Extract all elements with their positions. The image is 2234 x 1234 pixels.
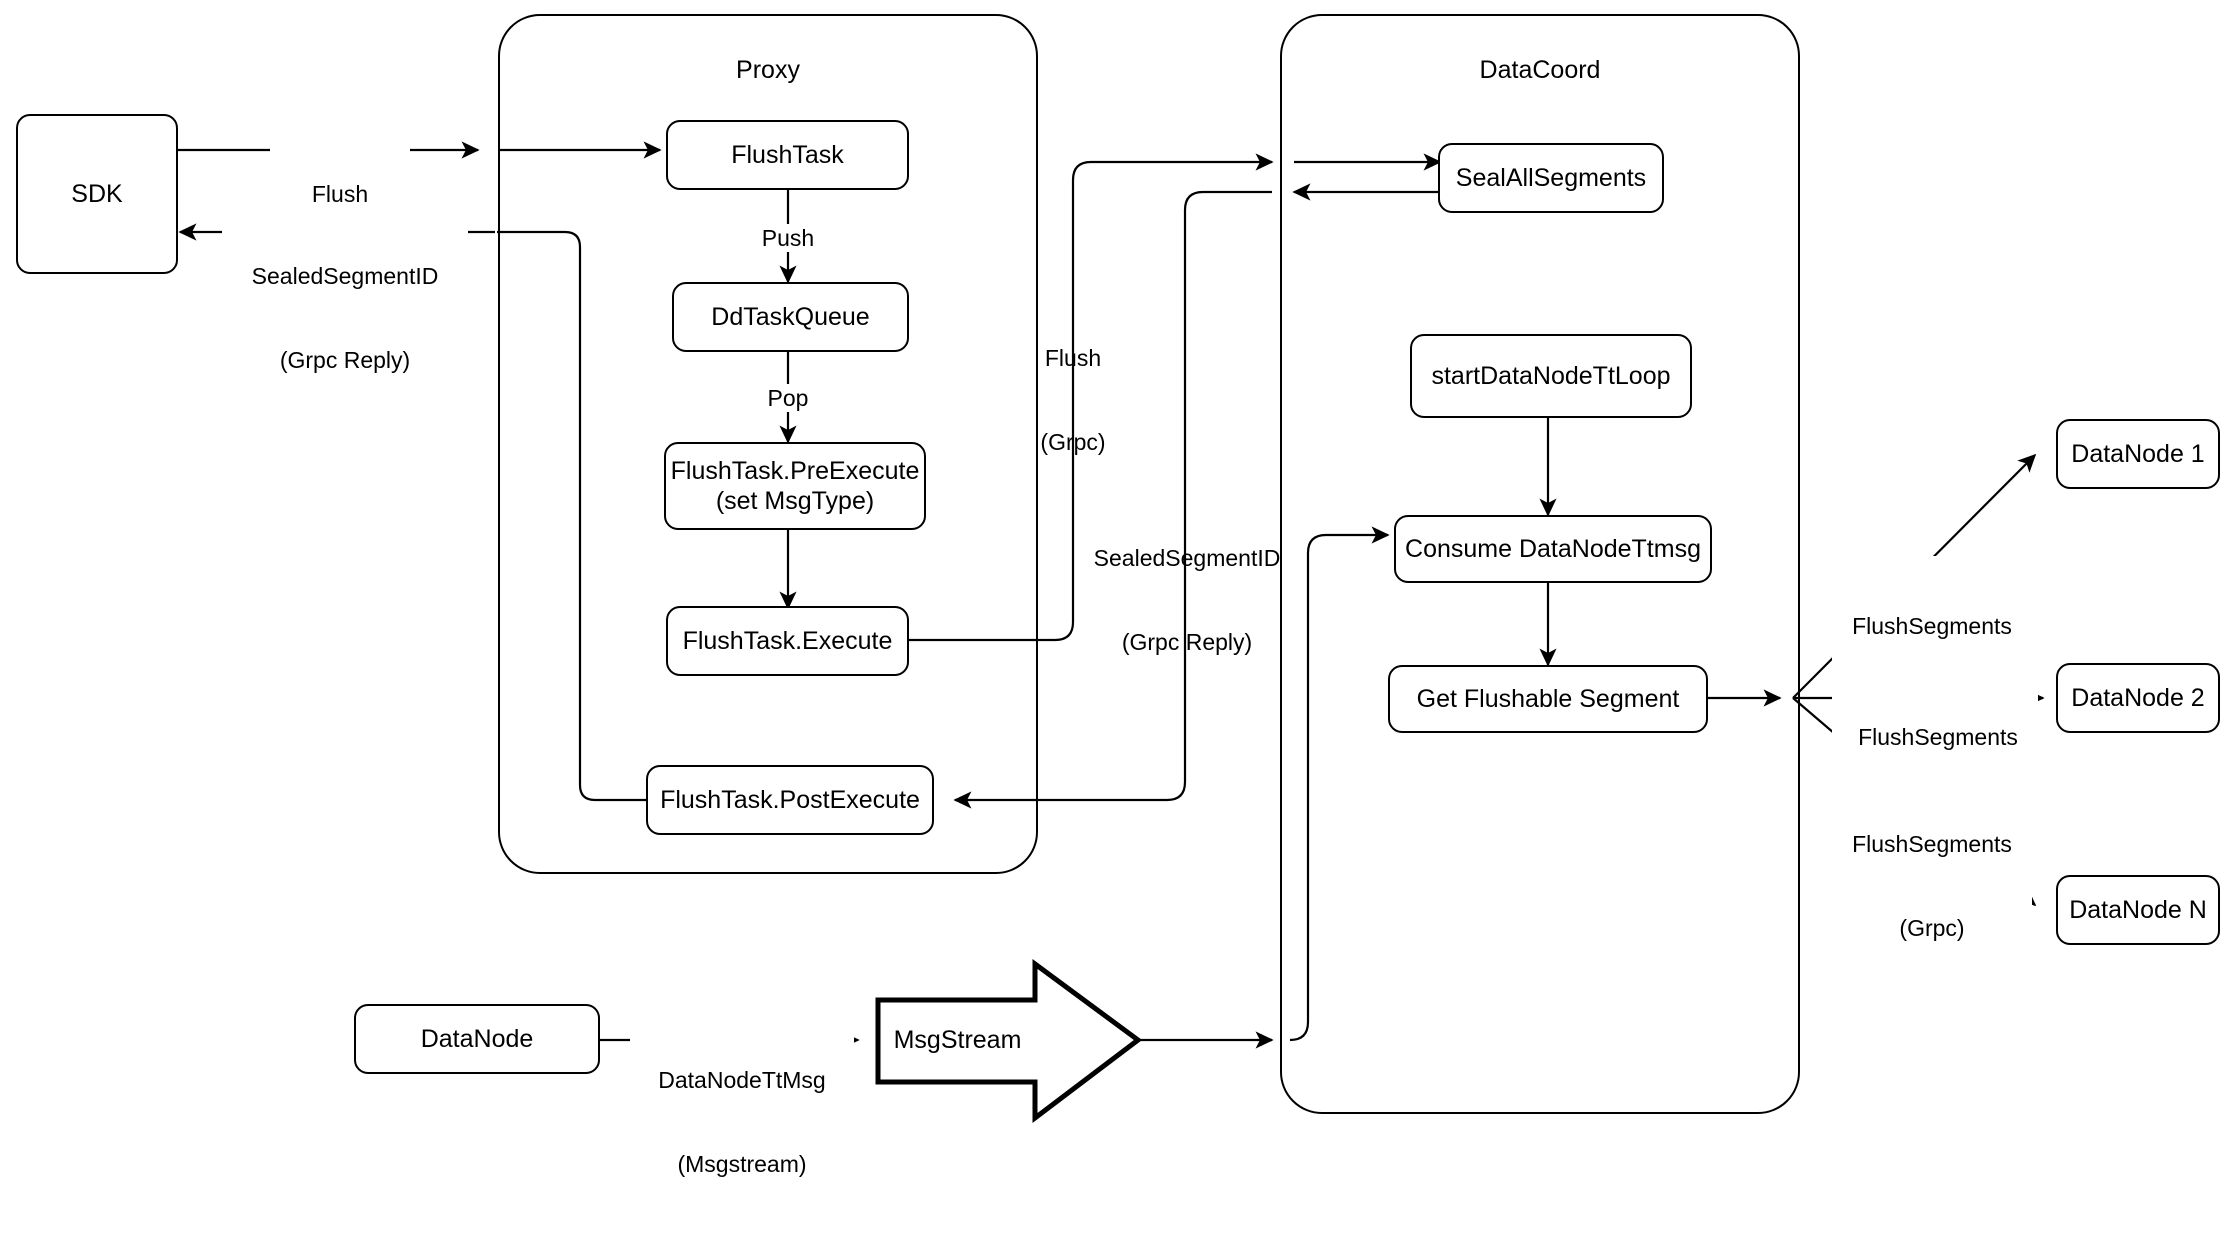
node-consume-datanode-ttmsg[interactable]: Consume DataNodeTtmsg (1394, 515, 1712, 583)
label-flush-segments-n: FlushSegments (Grpc) (1832, 774, 2032, 999)
msgstream-arrow-shape (875, 959, 1143, 1124)
label-proxy-flush-line2: (Grpc) (1040, 429, 1106, 456)
preexecute-label-line1: FlushTask.PreExecute (670, 456, 920, 485)
label-datanode-ttmsg: DataNodeTtMsg (Msgstream) (630, 1010, 854, 1234)
container-proxy-title: Proxy (736, 56, 800, 84)
node-start-datanode-ttloop[interactable]: startDataNodeTtLoop (1410, 334, 1692, 418)
label-proxy-flush: Flush (Grpc) (1018, 288, 1128, 512)
label-datanode-ttmsg-line2: (Msgstream) (677, 1151, 807, 1178)
label-flush-segments-1-line1: FlushSegments (1852, 613, 2012, 640)
node-dd-task-queue[interactable]: DdTaskQueue (672, 282, 909, 352)
diagram-canvas: Proxy DataCoord SDK FlushTask DdTaskQueu… (16, 14, 2220, 1178)
node-sdk[interactable]: SDK (16, 114, 178, 274)
preexecute-label-line2: (set MsgType) (715, 487, 875, 515)
label-sdk-reply-line1: SealedSegmentID (251, 263, 439, 290)
node-seal-all-segments[interactable]: SealAllSegments (1438, 143, 1664, 213)
edge-postexecute-to-reply (497, 230, 648, 802)
label-flush-segments-2-line1: FlushSegments (1858, 724, 2018, 751)
edge-datacoord-reply-to-postexecute (953, 190, 1272, 809)
node-get-flushable-segment[interactable]: Get Flushable Segment (1388, 665, 1708, 733)
label-proxy-reply-line2: (Grpc Reply) (1121, 629, 1253, 656)
label-datanode-ttmsg-line1: DataNodeTtMsg (658, 1067, 826, 1094)
edge-execute-to-datacoord (908, 153, 1274, 642)
container-proxy (498, 14, 1038, 874)
label-proxy-reply-line1: SealedSegmentID (1093, 545, 1281, 572)
node-datanode-1[interactable]: DataNode 1 (2056, 419, 2220, 489)
node-datanode-2[interactable]: DataNode 2 (2056, 663, 2220, 733)
label-sdk-flush-line1: Flush (311, 181, 369, 208)
node-flushtask-execute[interactable]: FlushTask.Execute (666, 606, 909, 676)
label-push: Push (738, 224, 838, 253)
container-datacoord-title: DataCoord (1479, 56, 1601, 84)
label-sdk-reply: SealedSegmentID (Grpc Reply) (222, 206, 468, 431)
label-flush-segments-n-line2: (Grpc) (1899, 915, 1965, 942)
node-flushtask-postexecute[interactable]: FlushTask.PostExecute (646, 765, 934, 835)
label-pop: Pop (738, 384, 838, 413)
label-proxy-flush-line1: Flush (1044, 345, 1102, 372)
node-flushtask-preexecute[interactable]: FlushTask.PreExecute (set MsgType) (664, 442, 926, 530)
edge-ttmsg-into-consume (1289, 526, 1390, 1042)
node-flush-task[interactable]: FlushTask (666, 120, 909, 190)
node-datanode-source[interactable]: DataNode (354, 1004, 600, 1074)
label-sdk-reply-line2: (Grpc Reply) (279, 347, 411, 374)
node-datanode-n[interactable]: DataNode N (2056, 875, 2220, 945)
node-msgstream-label[interactable]: MsgStream (893, 1026, 1022, 1054)
container-datacoord (1280, 14, 1800, 1114)
label-proxy-reply: SealedSegmentID (Grpc Reply) (1064, 488, 1310, 712)
label-flush-segments-n-line1: FlushSegments (1852, 831, 2012, 858)
